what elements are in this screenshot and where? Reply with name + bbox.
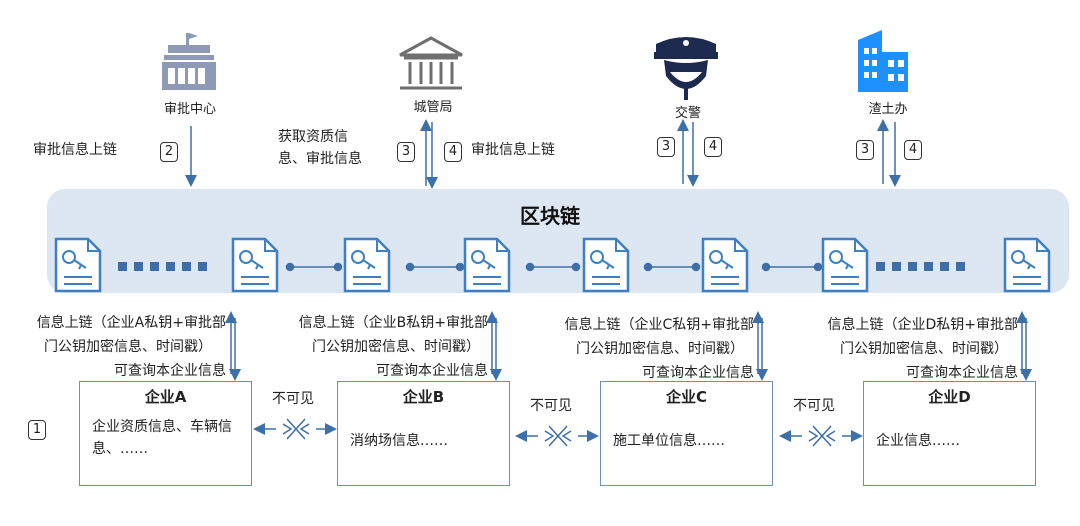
- enterprise-a-box: 企业A 企业资质信息、车辆信息、……: [79, 381, 252, 486]
- step-2-badge: 2: [160, 142, 178, 162]
- chain-links: [285, 262, 823, 272]
- step-4-badge: 4: [704, 137, 722, 157]
- enterprise-b-box: 企业B 消纳场信息……: [337, 381, 510, 486]
- step-4-badge: 4: [444, 142, 462, 162]
- enterprise-d-title: 企业D: [928, 388, 971, 406]
- traffic-police-icon: [654, 37, 718, 100]
- upload-label-d-line2: 门公钥加密信息、时间戳）: [840, 341, 1008, 357]
- upload-label-c-line2: 门公钥加密信息、时间戳）: [576, 341, 744, 357]
- enterprise-c-body: 施工单位信息……: [613, 433, 725, 449]
- block-document-key-icon: [701, 237, 749, 293]
- block-document-key-icon: [343, 237, 391, 293]
- label-fetch-line2: 息、审批信息: [278, 151, 362, 167]
- x-cross-icon: [808, 425, 836, 447]
- enterprise-a-title: 企业A: [144, 388, 187, 406]
- government-building-icon: [162, 33, 216, 90]
- invisible-label-bc: 不可见: [530, 398, 572, 414]
- block-list: [54, 237, 1051, 293]
- block-document-key-icon: [231, 237, 279, 293]
- authority-label-police: 交警: [674, 106, 701, 121]
- query-label-b: 可查询本企业信息: [376, 363, 488, 379]
- upload-label-a-line2: 门公钥加密信息、时间戳）: [44, 339, 212, 355]
- query-label-d: 可查询本企业信息: [906, 365, 1018, 381]
- upload-label-c-line1: 信息上链（企业C私钥+审批部: [564, 317, 754, 333]
- block-document-key-icon: [1003, 237, 1051, 293]
- x-cross-icon: [544, 425, 572, 447]
- invisible-label-cd: 不可见: [793, 398, 835, 414]
- office-building-icon: [858, 30, 908, 92]
- step-3-badge: 3: [657, 137, 675, 157]
- step-4-badge: 4: [904, 140, 922, 160]
- block-document-key-icon: [463, 237, 511, 293]
- step-3-badge: 3: [856, 140, 874, 160]
- upload-label-b-line2: 门公钥加密信息、时间戳）: [312, 339, 480, 355]
- enterprise-b-title: 企业B: [402, 388, 445, 406]
- enterprise-d-box: 企业D 企业信息……: [863, 381, 1036, 486]
- authority-label-approval: 审批中心: [163, 102, 216, 117]
- courthouse-icon: [399, 36, 463, 90]
- enterprise-c-box: 企业C 施工单位信息……: [600, 381, 773, 486]
- x-cross-icon: [282, 418, 310, 440]
- enterprise-d-body: 企业信息……: [876, 433, 960, 449]
- block-document-key-icon: [54, 237, 102, 293]
- authority-label-city: 城管局: [413, 100, 453, 115]
- upload-label-b-line1: 信息上链（企业B私钥+审批部: [298, 315, 488, 331]
- chain-dots-right: [876, 262, 965, 271]
- invisible-links: [253, 418, 863, 447]
- upload-label-d-line1: 信息上链（企业D私钥+审批部: [827, 317, 1018, 333]
- invisible-label-ab: 不可见: [272, 391, 314, 407]
- label-approval-upload: 审批信息上链: [33, 142, 117, 158]
- block-document-key-icon: [582, 237, 630, 293]
- authority-label-muck: 渣土办: [868, 102, 908, 117]
- enterprise-a-body: 企业资质信息、车辆信息、……: [92, 419, 232, 457]
- block-document-key-icon: [821, 237, 869, 293]
- label-approval-upload-2: 审批信息上链: [471, 142, 555, 158]
- label-fetch-line1: 获取资质信: [278, 129, 348, 145]
- upper-arrows: [185, 119, 901, 189]
- blockchain-band: [47, 189, 1069, 293]
- query-label-a: 可查询本企业信息: [114, 363, 226, 379]
- chain-dots-left: [118, 262, 207, 271]
- enterprise-b-body: 消纳场信息……: [350, 433, 448, 449]
- step-1-badge: 1: [28, 420, 46, 440]
- step-3-badge: 3: [397, 142, 415, 162]
- query-label-c: 可查询本企业信息: [642, 365, 754, 381]
- lower-arrows: [225, 311, 1032, 381]
- enterprise-c-title: 企业C: [665, 388, 707, 406]
- upload-label-a-line1: 信息上链（企业A私钥+审批部: [36, 315, 226, 331]
- blockchain-title: 区块链: [520, 204, 580, 228]
